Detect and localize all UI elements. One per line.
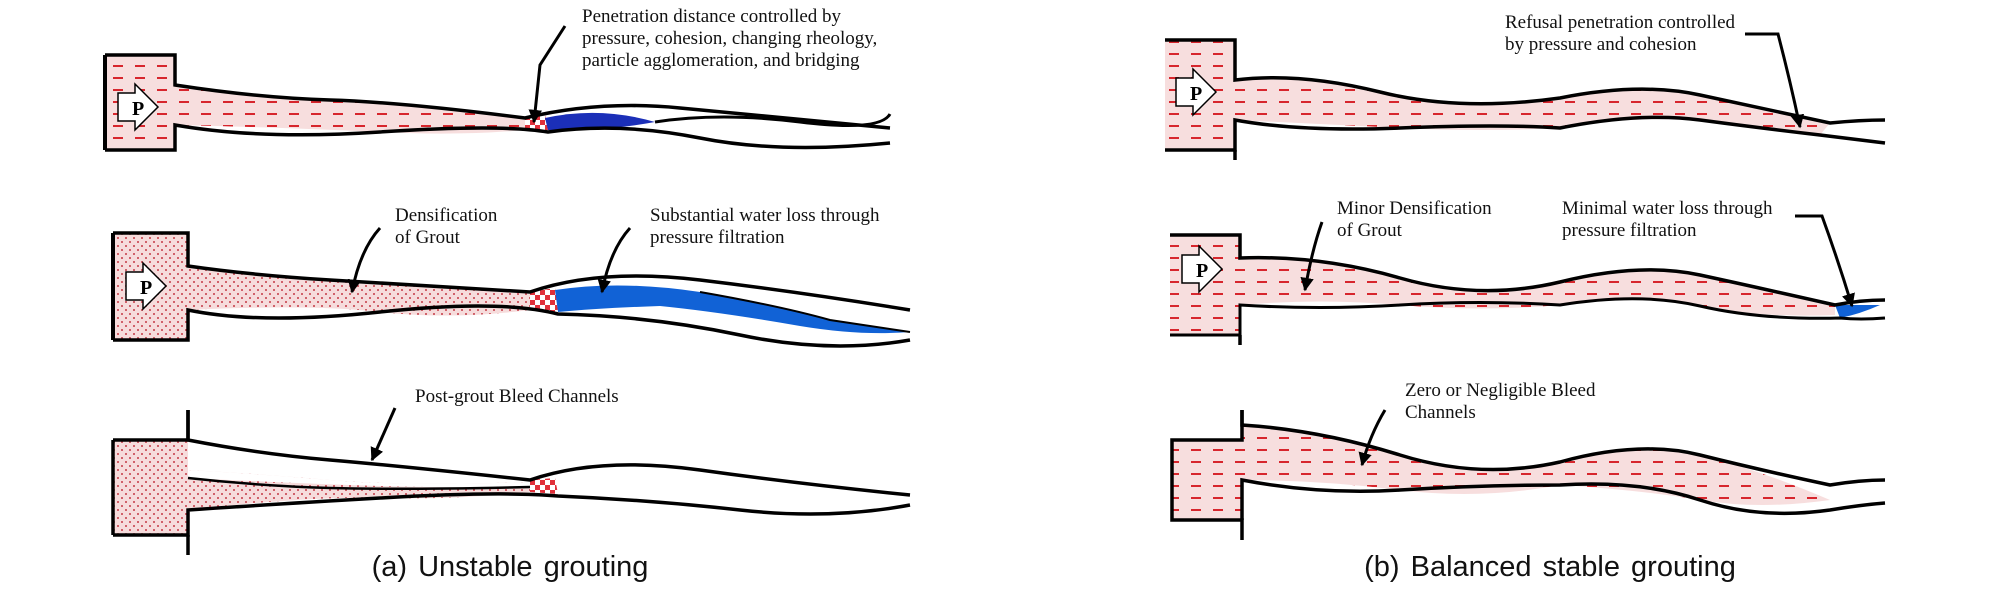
- diagram-a-densification: P: [111, 226, 911, 348]
- annotation-penetration: Penetration distance controlled by press…: [582, 6, 878, 71]
- pressure-arrow-icon: P: [117, 82, 160, 132]
- pressure-arrow-icon: P: [125, 261, 168, 311]
- diagram-a-penetration: P: [103, 25, 892, 152]
- annotation-densification: Densification of Grout: [395, 205, 498, 248]
- annotation-refusal-penetration: Refusal penetration controlled by pressu…: [1505, 12, 1736, 55]
- pressure-label: P: [132, 98, 144, 120]
- annotation-bleed-channels: Post-grout Bleed Channels: [415, 386, 619, 407]
- diagram-b-bleed: [1170, 409, 1886, 540]
- panel-b: P P: [1165, 32, 1886, 540]
- panel-a: P P: [103, 25, 911, 555]
- caption-a: (a) Unstable grouting: [371, 551, 649, 583]
- pressure-label: P: [140, 277, 152, 299]
- caption-b: (b) Balanced stable grouting: [1364, 551, 1736, 583]
- annotation-water-loss: Substantial water loss through pressure …: [650, 205, 880, 248]
- diagram-b-refusal: P: [1165, 32, 1886, 160]
- annotation-minimal-water-loss: Minimal water loss through pressure filt…: [1562, 198, 1773, 241]
- pressure-arrow-icon: P: [1181, 244, 1224, 294]
- diagram-a-bleed: [111, 407, 911, 555]
- pressure-arrow-icon: P: [1175, 67, 1218, 117]
- diagram-b-densification: P: [1170, 214, 1886, 345]
- annotation-zero-bleed: Zero or Negligible Bleed Channels: [1405, 380, 1596, 423]
- annotation-minor-densification: Minor Densification of Grout: [1337, 198, 1492, 241]
- pressure-label: P: [1196, 260, 1208, 282]
- pressure-label: P: [1190, 83, 1202, 105]
